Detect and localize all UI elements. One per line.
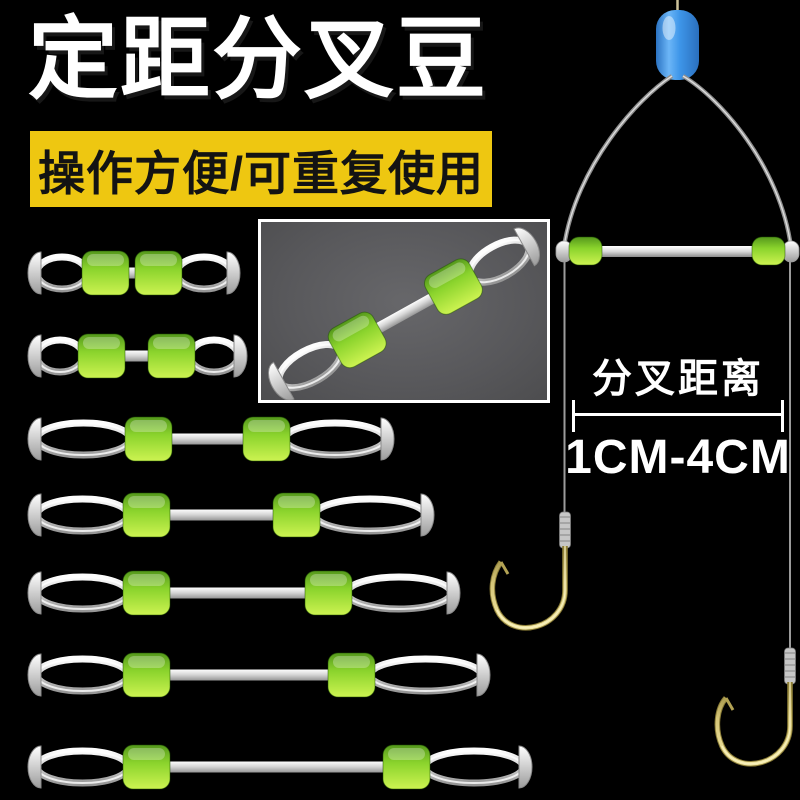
end-cap-right [380, 417, 395, 461]
product-item-1 [27, 250, 241, 296]
bead-shine [140, 254, 177, 266]
green-bead [122, 570, 171, 616]
arch-wires [561, 74, 794, 248]
center-tube [164, 509, 279, 521]
hook-barb-left [499, 561, 510, 575]
bead-shine [128, 574, 165, 586]
end-cap-right [476, 653, 491, 697]
center-tube [164, 761, 389, 773]
end-cap-left [27, 417, 42, 461]
bead-shine [388, 748, 425, 760]
bead-shine [428, 262, 466, 289]
hook-knot-left [559, 511, 571, 549]
measurement-line [572, 400, 784, 432]
green-bead [122, 744, 171, 790]
end-cap-right [233, 334, 248, 378]
bead-shine [87, 254, 124, 266]
end-cap-right [420, 493, 435, 537]
product-item-6 [27, 652, 491, 698]
measure-bar [574, 413, 782, 416]
product-item-2 [27, 333, 248, 379]
end-cap-left [27, 745, 42, 789]
green-bead [327, 311, 387, 369]
bead-shine [128, 496, 165, 508]
product-item-4 [27, 492, 435, 538]
arch-wire-right-highlight [682, 75, 792, 248]
fork-distance-label: 分叉距离 [592, 357, 764, 401]
green-bead [327, 652, 376, 698]
center-tube [119, 350, 154, 362]
green-bead [122, 492, 171, 538]
green-bead [147, 333, 196, 379]
bead-shine [248, 420, 285, 432]
green-bead [272, 492, 321, 538]
green-bead [81, 250, 130, 296]
green-bead [423, 258, 483, 315]
end-cap-left [27, 653, 42, 697]
bead-shine [332, 315, 370, 342]
bar-bead-right [751, 236, 786, 266]
arch-wire-left-highlight [563, 75, 673, 248]
arch-wire-left [561, 74, 674, 248]
inset-photo [258, 219, 550, 403]
bead-shine [278, 496, 315, 508]
fish-hook-right [714, 682, 793, 767]
end-cap-left [267, 361, 295, 401]
subtitle-text: 操作方便/可重复使用 [37, 146, 485, 200]
green-bead [134, 250, 183, 296]
green-bead [304, 570, 353, 616]
bead-shine [153, 337, 190, 349]
inset-product-image [267, 227, 541, 401]
center-tube [164, 669, 334, 681]
fish-hook-left [489, 546, 568, 631]
end-cap-left [27, 493, 42, 537]
bead-shine [128, 656, 165, 668]
page-title: 定距分叉豆 [28, 10, 488, 110]
green-bead [242, 416, 291, 462]
hook-knot-right [784, 647, 796, 685]
green-bead [124, 416, 173, 462]
measure-tick-left [572, 400, 575, 432]
product-item-3 [27, 416, 395, 462]
bead-shine [83, 337, 120, 349]
end-cap-right [513, 227, 541, 267]
end-cap-right [226, 251, 241, 295]
product-item-5 [27, 570, 461, 616]
green-bead [382, 744, 431, 790]
arch-wire-right [681, 74, 794, 248]
spreader-bar [555, 236, 800, 266]
center-tube [164, 587, 311, 599]
green-bead [122, 652, 171, 698]
center-tube [166, 433, 249, 445]
bead-shine [128, 748, 165, 760]
subtitle-banner: 操作方便/可重复使用 [30, 131, 492, 207]
bead-shine [333, 656, 370, 668]
float-highlight [662, 16, 676, 40]
hook-barb-right [724, 697, 735, 711]
end-cap-left [27, 251, 42, 295]
bar-bead-left [568, 236, 603, 266]
spreader-bar-tube [566, 246, 792, 257]
product-item-7 [27, 744, 533, 790]
end-cap-left [27, 334, 42, 378]
inset-product [267, 227, 541, 401]
end-cap-right [518, 745, 533, 789]
end-cap-left [27, 571, 42, 615]
green-bead [77, 333, 126, 379]
range-label: 1CM-4CM [565, 431, 791, 484]
end-cap-right [446, 571, 461, 615]
measure-tick-right [781, 400, 784, 432]
center-tube [372, 292, 438, 334]
bead-shine [310, 574, 347, 586]
bead-shine [130, 420, 167, 432]
float-bead [656, 10, 699, 80]
